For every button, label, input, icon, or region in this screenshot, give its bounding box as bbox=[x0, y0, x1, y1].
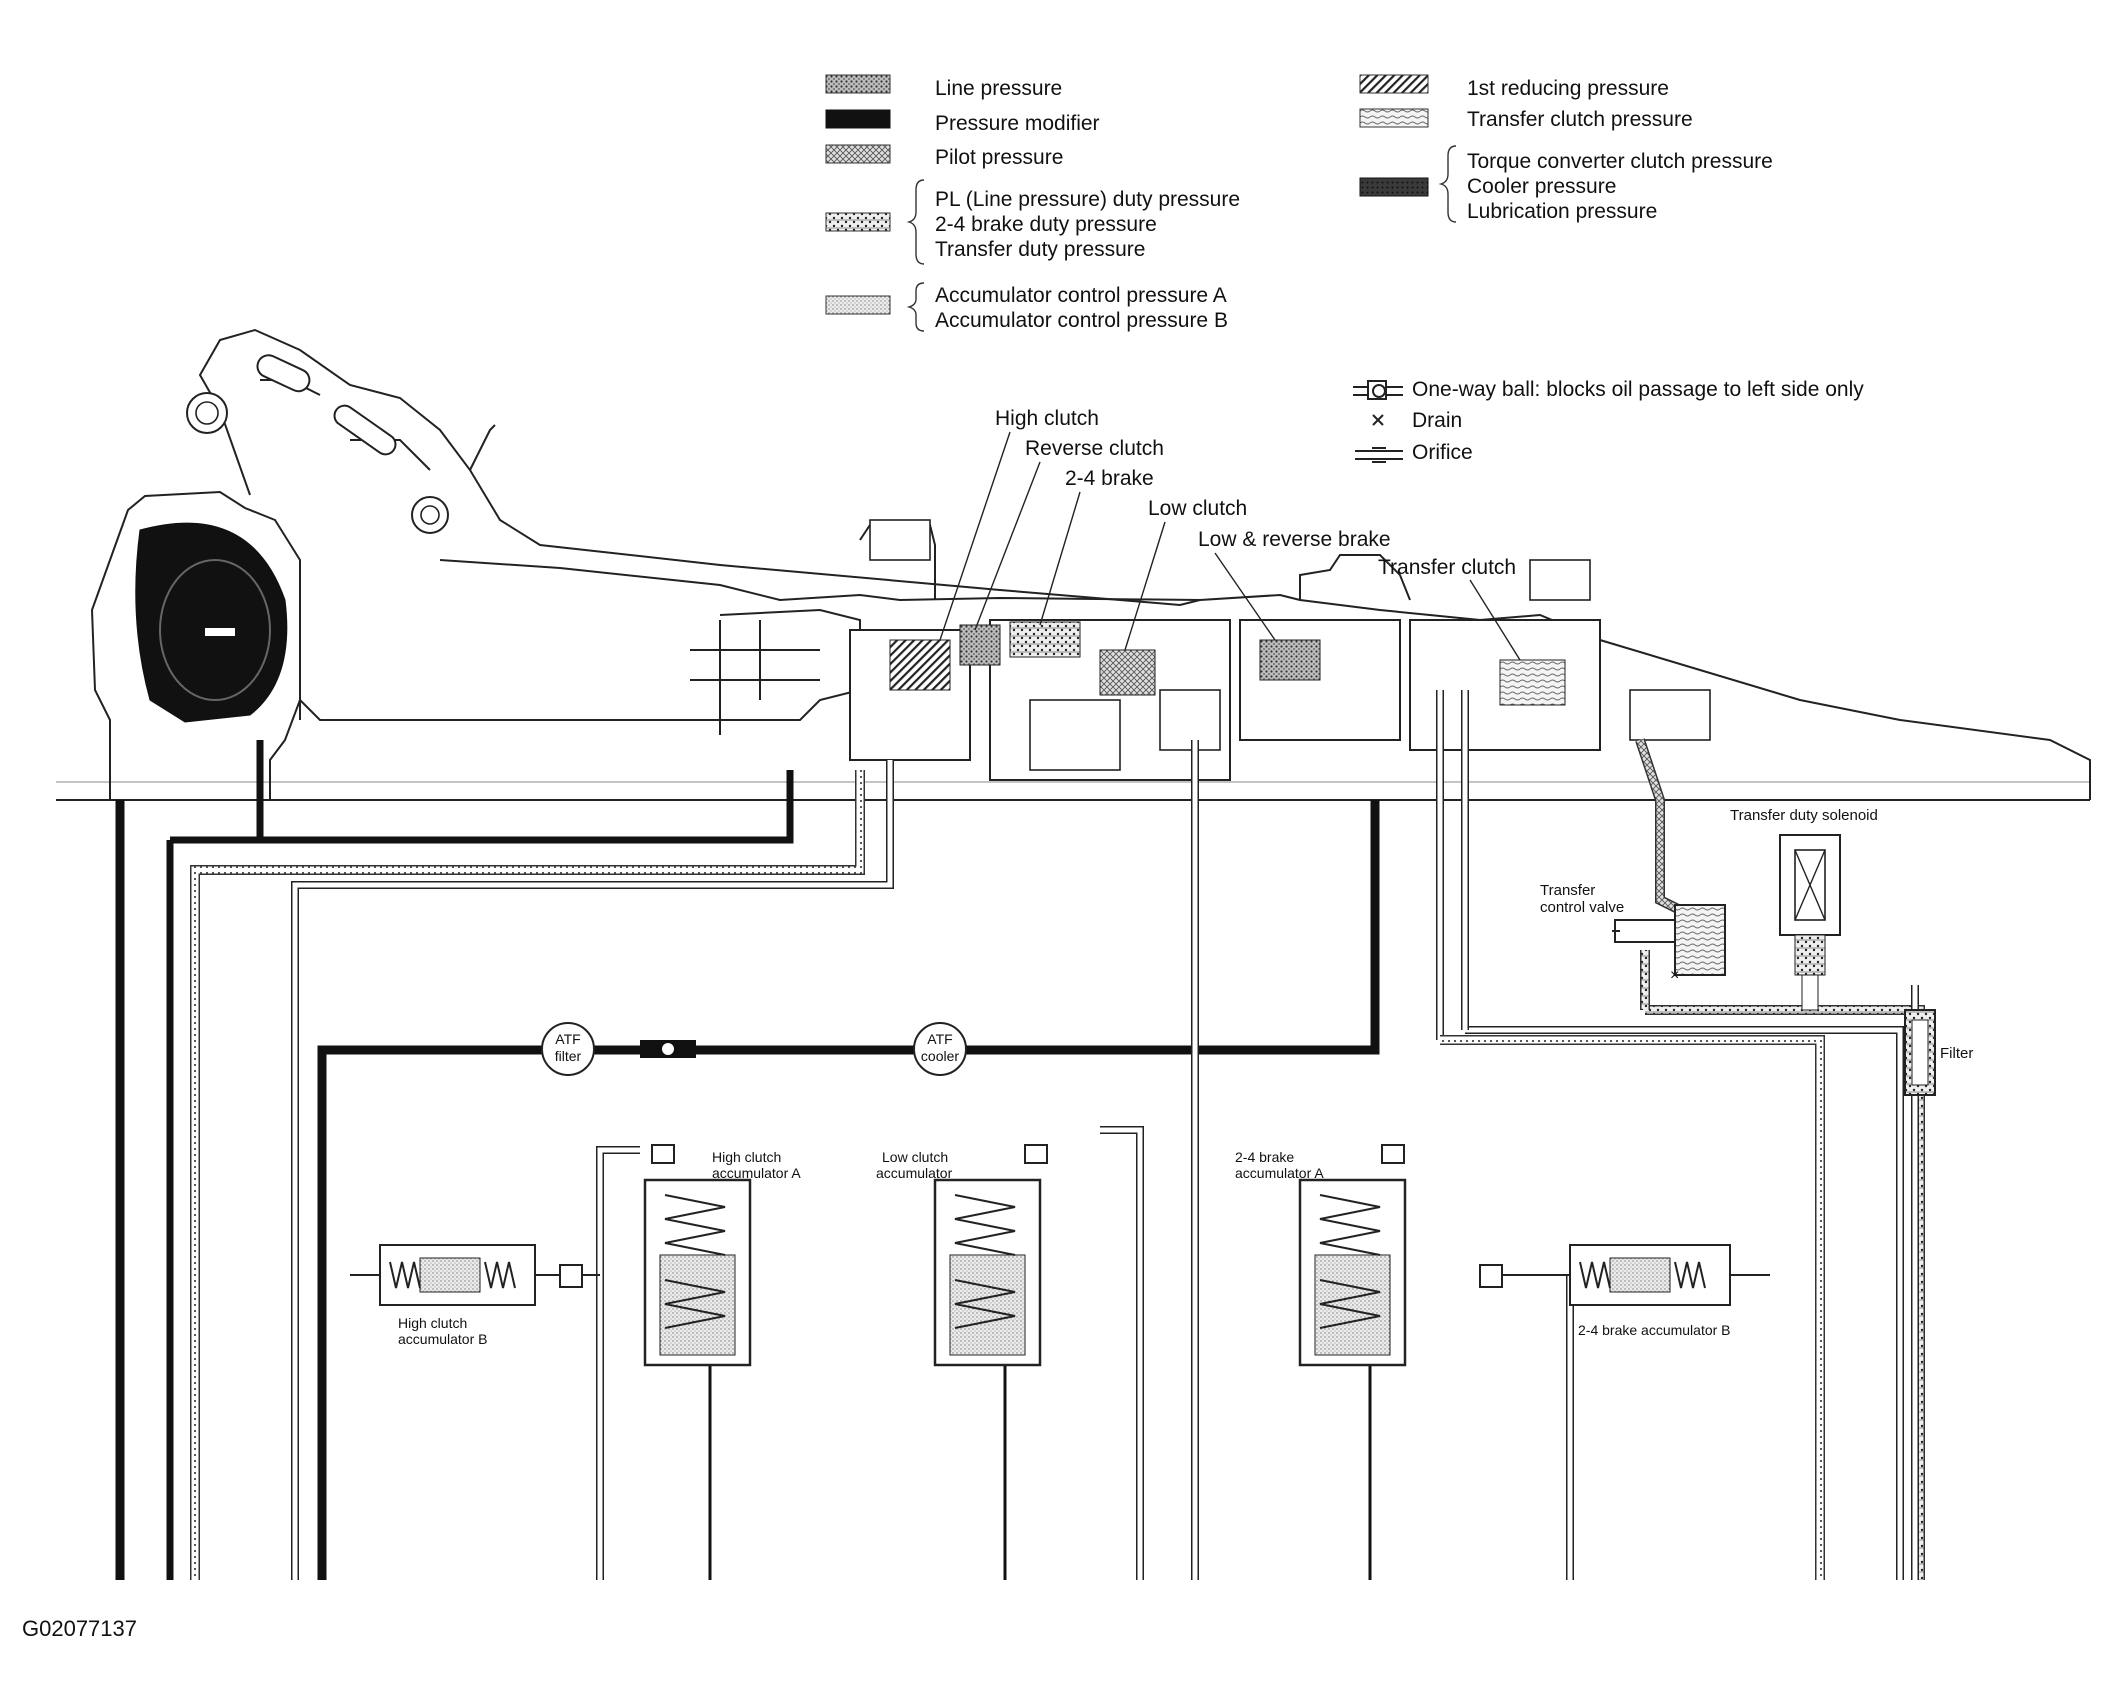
transfer-drain-mark: × bbox=[1670, 967, 1679, 984]
orifice-icon bbox=[1355, 447, 1403, 463]
transfer-clutch-pack bbox=[1499, 659, 1566, 706]
drain-icon bbox=[1372, 414, 1384, 426]
legend-cooler: Cooler pressure bbox=[1467, 175, 1616, 198]
label-high-clutch: High clutch bbox=[995, 407, 1099, 430]
high-clutch-accumulator-b bbox=[350, 1244, 600, 1306]
legend-lubrication: Lubrication pressure bbox=[1467, 200, 1657, 223]
low-clutch-pack bbox=[1099, 649, 1156, 696]
legend-transfer-duty: Transfer duty pressure bbox=[935, 238, 1145, 261]
high-clutch-pack bbox=[889, 639, 951, 691]
legend-24-brake-duty: 2-4 brake duty pressure bbox=[935, 213, 1157, 236]
low-reverse-brake-pack bbox=[1259, 639, 1321, 681]
transfer-control-valve-label-1: Transfer bbox=[1540, 882, 1595, 899]
legend-torque-converter: Torque converter clutch pressure bbox=[1467, 150, 1773, 173]
brake-24-acc-a-label-2: accumulator A bbox=[1235, 1165, 1324, 1181]
gear-train bbox=[849, 519, 1711, 781]
legend-first-reducing: 1st reducing pressure bbox=[1467, 77, 1669, 100]
legend-line-pressure: Line pressure bbox=[935, 77, 1062, 100]
legend-pressure-modifier: Pressure modifier bbox=[935, 112, 1100, 135]
swatch-converter-cooler-lube bbox=[1359, 177, 1429, 197]
atf-filter-label-1: ATF bbox=[555, 1031, 580, 1047]
brace-converter bbox=[1438, 145, 1457, 223]
high-clutch-accumulator-a bbox=[643, 1144, 752, 1367]
label-reverse-clutch: Reverse clutch bbox=[1025, 437, 1164, 460]
atf-cooler-label-1: ATF bbox=[927, 1031, 952, 1047]
brace-accumulator bbox=[906, 282, 925, 332]
one-way-ball-icon bbox=[1353, 380, 1403, 400]
legend-drain: Drain bbox=[1412, 409, 1462, 432]
reverse-clutch-pack bbox=[959, 624, 1001, 666]
swatch-duty-pressure bbox=[825, 212, 891, 232]
brake-24-acc-a-label-1: 2-4 brake bbox=[1235, 1149, 1294, 1165]
transfer-duty-solenoid bbox=[1779, 834, 1841, 1011]
legend: Line pressure Pressure modifier Pilot pr… bbox=[825, 74, 1864, 464]
atf-filter: ATF filter bbox=[541, 1022, 595, 1076]
legend-acc-a: Accumulator control pressure A bbox=[935, 284, 1227, 307]
legend-pl-duty: PL (Line pressure) duty pressure bbox=[935, 188, 1240, 211]
legend-pilot-pressure: Pilot pressure bbox=[935, 146, 1063, 169]
transfer-control-valve bbox=[1612, 904, 1726, 976]
transfer-control-valve-label-2: control valve bbox=[1540, 899, 1624, 916]
swatch-pressure-modifier bbox=[825, 109, 891, 129]
low-clutch-accumulator bbox=[933, 1144, 1048, 1367]
high-clutch-acc-a-label-1: High clutch bbox=[712, 1149, 781, 1165]
brake-24-pack bbox=[1009, 621, 1081, 658]
transfer-duty-solenoid-label: Transfer duty solenoid bbox=[1730, 807, 1878, 824]
brace-duty bbox=[906, 179, 925, 265]
label-low-clutch: Low clutch bbox=[1148, 497, 1247, 520]
one-way-ball-valve bbox=[640, 1040, 696, 1058]
filter-label: Filter bbox=[1940, 1045, 1973, 1062]
high-clutch-acc-b-label-1: High clutch bbox=[398, 1315, 467, 1331]
torque-converter bbox=[135, 522, 288, 723]
swatch-line-pressure bbox=[825, 74, 891, 94]
high-clutch-acc-a-label-2: accumulator A bbox=[712, 1165, 801, 1181]
atf-filter-label-2: filter bbox=[555, 1048, 582, 1064]
low-clutch-acc-label-2: accumulator bbox=[876, 1165, 953, 1181]
component-callouts: High clutch Reverse clutch 2-4 brake Low… bbox=[939, 407, 1521, 661]
atf-cooler-label-2: cooler bbox=[921, 1048, 959, 1064]
atf-cooler: ATF cooler bbox=[913, 1022, 967, 1076]
label-transfer-clutch: Transfer clutch bbox=[1378, 556, 1516, 579]
brake-24-accumulator-b bbox=[1479, 1244, 1770, 1306]
filter-element bbox=[1904, 1009, 1936, 1096]
high-clutch-acc-b-label-2: accumulator B bbox=[398, 1331, 487, 1347]
brake-24-acc-b-label: 2-4 brake accumulator B bbox=[1578, 1322, 1731, 1338]
transmission-housing bbox=[56, 328, 2091, 801]
low-clutch-acc-label-1: Low clutch bbox=[882, 1149, 948, 1165]
legend-orifice: Orifice bbox=[1412, 441, 1473, 464]
legend-one-way-ball: One-way ball: blocks oil passage to left… bbox=[1412, 378, 1864, 401]
label-24-brake: 2-4 brake bbox=[1065, 467, 1154, 490]
figure-id: G02077137 bbox=[22, 1616, 137, 1641]
swatch-pilot-pressure bbox=[825, 144, 891, 164]
swatch-accumulator-control bbox=[825, 295, 891, 315]
legend-transfer-clutch: Transfer clutch pressure bbox=[1467, 108, 1693, 131]
label-low-reverse-brake: Low & reverse brake bbox=[1198, 528, 1391, 551]
swatch-transfer-clutch bbox=[1359, 108, 1429, 128]
brake-24-accumulator-a bbox=[1298, 1144, 1407, 1367]
legend-acc-b: Accumulator control pressure B bbox=[935, 309, 1228, 332]
swatch-first-reducing bbox=[1359, 74, 1429, 94]
oil-passages: ATF filter ATF cooler bbox=[115, 690, 1925, 1580]
